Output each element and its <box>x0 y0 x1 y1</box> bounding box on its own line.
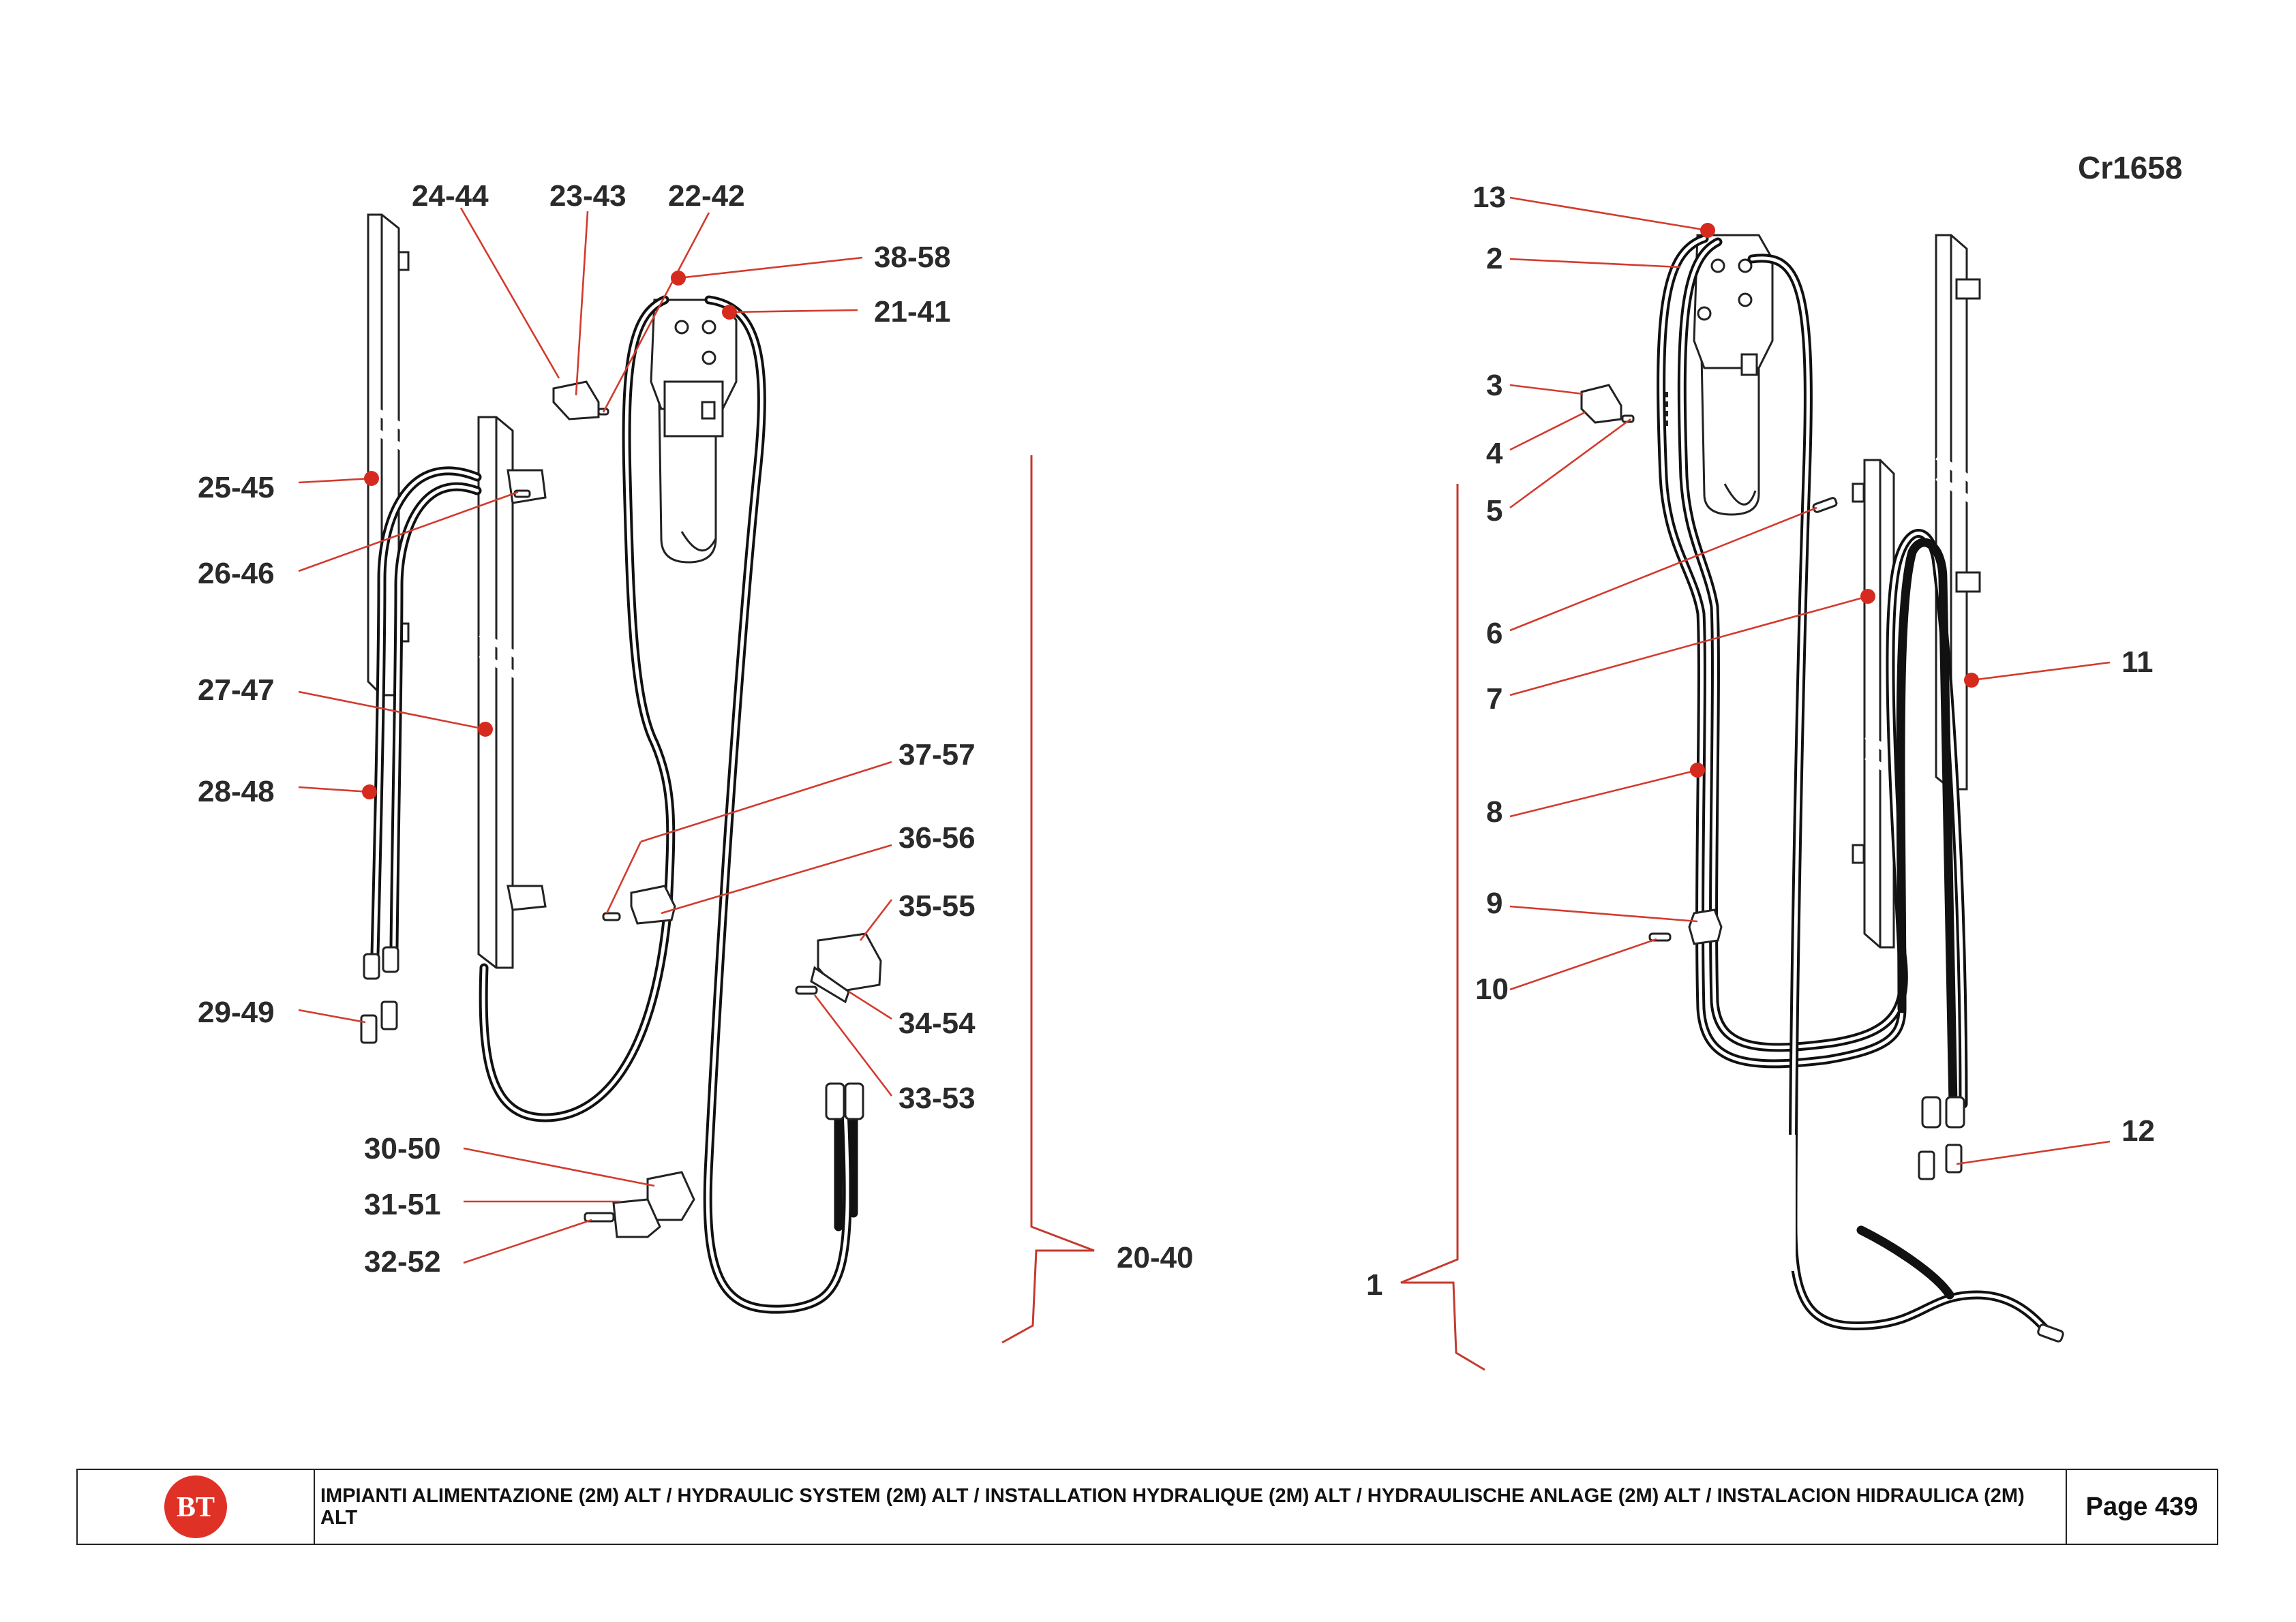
callout-36-56: 36-56 <box>898 821 976 855</box>
right-group-bracket <box>1400 484 1485 1371</box>
callout-24-44: 24-44 <box>412 179 489 213</box>
left-hose-long <box>479 295 864 1314</box>
callout-2: 2 <box>1486 242 1502 275</box>
left-callout-dots <box>362 271 737 799</box>
callout-10: 10 <box>1475 973 1509 1006</box>
right-rail-rear <box>1935 234 1981 791</box>
title-block: BT IMPIANTI ALIMENTAZIONE (2M) ALT / HYD… <box>76 1469 2218 1545</box>
callout-32-52: 32-52 <box>364 1245 441 1279</box>
callout-4: 4 <box>1486 437 1503 470</box>
callout-28-48: 28-48 <box>198 775 275 808</box>
left-control-valve <box>650 299 738 564</box>
right-callout-labels: 13 2 3 4 5 6 7 8 9 10 11 12 1 <box>1366 181 2155 1302</box>
right-callout-dots <box>1690 223 1979 778</box>
left-callout-lines <box>298 207 893 1264</box>
callout-21-41: 21-41 <box>874 295 951 328</box>
callout-33-53: 33-53 <box>898 1082 976 1115</box>
left-group-bracket <box>1001 455 1095 1344</box>
callout-3: 3 <box>1486 369 1502 402</box>
left-assembly: 24-44 23-43 22-42 38-58 21-41 25-45 26-4… <box>198 179 1194 1344</box>
callout-6: 6 <box>1486 617 1502 650</box>
callout-9: 9 <box>1486 887 1502 920</box>
left-rail-front <box>477 416 547 969</box>
callout-13: 13 <box>1472 181 1506 214</box>
right-callout-lines <box>1509 196 2111 1165</box>
callout-37-57: 37-57 <box>898 738 976 771</box>
drawing-code: Cr1658 <box>2078 150 2182 185</box>
callout-26-46: 26-46 <box>198 557 275 590</box>
callout-31-51: 31-51 <box>364 1188 441 1221</box>
callout-35-55: 35-55 <box>898 889 976 923</box>
right-rail-front <box>1852 459 1899 949</box>
left-small-parts <box>360 380 882 1238</box>
callout-30-50: 30-50 <box>364 1132 441 1165</box>
callout-34-54: 34-54 <box>898 1007 976 1040</box>
callout-22-42: 22-42 <box>668 179 745 213</box>
right-small-parts <box>1580 384 1963 1180</box>
left-callout-labels: 24-44 23-43 22-42 38-58 21-41 25-45 26-4… <box>198 179 1194 1279</box>
right-assembly: 13 2 3 4 5 6 7 8 9 10 11 12 1 <box>1366 181 2155 1371</box>
group-label-1: 1 <box>1366 1268 1383 1302</box>
group-label-20-40: 20-40 <box>1117 1241 1194 1274</box>
callout-29-49: 29-49 <box>198 996 275 1029</box>
callout-12: 12 <box>2121 1114 2155 1148</box>
right-control-valve <box>1693 234 1774 516</box>
callout-7: 7 <box>1486 682 1502 716</box>
callout-23-43: 23-43 <box>549 179 626 213</box>
callout-25-45: 25-45 <box>198 471 275 504</box>
callout-38-58: 38-58 <box>874 241 951 274</box>
logo-cell: BT <box>78 1470 315 1544</box>
callout-11: 11 <box>2121 645 2154 679</box>
callout-27-47: 27-47 <box>198 673 275 707</box>
document-title: IMPIANTI ALIMENTAZIONE (2M) ALT / HYDRAU… <box>320 1485 2025 1529</box>
callout-8: 8 <box>1486 795 1502 829</box>
right-hose-main <box>1657 234 2064 1343</box>
left-hose-short <box>363 466 482 980</box>
page-number: Page 439 <box>2066 1470 2217 1544</box>
bt-logo-icon: BT <box>164 1475 227 1538</box>
bt-logo-text: BT <box>177 1492 215 1523</box>
callout-5: 5 <box>1486 494 1502 527</box>
